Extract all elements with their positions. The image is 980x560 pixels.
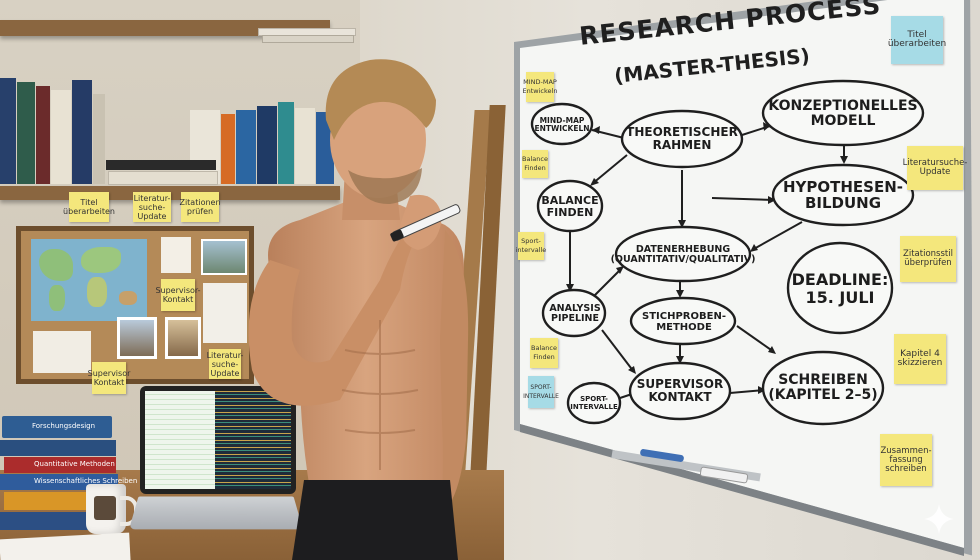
wb-sticky-right-1: Titel überarbeiten bbox=[888, 16, 946, 64]
node-supervisor-kontakt: SUPERVISOR KONTAKT bbox=[636, 376, 724, 404]
shelf-note-1: Titel überarbeiten bbox=[63, 192, 115, 222]
top-shelf-board bbox=[0, 20, 330, 36]
node-hypothesen-bildung: HYPOTHESEN- BILDUNG bbox=[782, 177, 904, 212]
node-deadline: DEADLINE: 15. JULI bbox=[791, 270, 889, 307]
flow-node-outlines bbox=[530, 79, 925, 426]
whiteboard bbox=[512, 0, 972, 556]
node-schreiben: SCHREIBEN (KAPITEL 2–5) bbox=[768, 371, 878, 403]
node-mind-map: MIND-MAP ENTWICKELN bbox=[534, 115, 590, 133]
man-figure bbox=[248, 59, 469, 560]
cork-photo-3 bbox=[165, 317, 201, 359]
wb-sticky-right-4: Kapitel 4 skizzieren bbox=[894, 334, 946, 384]
coffee-mug bbox=[86, 484, 138, 534]
top-shelf-books bbox=[258, 28, 356, 48]
wb-sticky-right-3: Zitationsstil überprüfen bbox=[900, 236, 956, 282]
laptop-screen bbox=[140, 386, 296, 494]
wb-sticky-left-5: SPORT-INTERVALLE bbox=[523, 376, 559, 408]
desk-book-label-3: Wissenschaftliches Schreiben bbox=[34, 477, 138, 485]
wb-sticky-left-3: Sport-intervalle bbox=[516, 232, 546, 260]
cork-photo-2 bbox=[117, 317, 157, 359]
desk-book-label-1: Forschungsdesign bbox=[32, 422, 96, 430]
corkboard-note-3: Supervisor Kontakt bbox=[88, 362, 130, 394]
node-analysis-pipeline: ANALYSIS PIPELINE bbox=[549, 302, 601, 324]
shelf-note-2: Literatur-suche-Update bbox=[133, 192, 171, 222]
wb-sticky-left-1: MIND-MAP Entwickeln bbox=[523, 72, 557, 102]
node-datenerhebung: DATENERHEBUNG (QUANTITATIV/QUALITATIV) bbox=[610, 243, 756, 265]
corkboard-note-1: Supervisor-Kontakt bbox=[155, 279, 201, 311]
wb-sticky-right-5: Zusammen-fassung schreiben bbox=[880, 434, 932, 486]
laptop bbox=[129, 386, 303, 536]
node-balance-finden: BALANCE FINDEN bbox=[541, 193, 599, 219]
corkboard-note-2: Literatur-suche-Update bbox=[206, 349, 244, 379]
cork-photo-1 bbox=[201, 239, 247, 275]
cork-sheet bbox=[33, 331, 91, 373]
node-sport-intervalle: SPORT- INTERVALLE bbox=[570, 395, 618, 411]
man bbox=[230, 40, 510, 560]
corkboard: Supervisor-Kontakt Literatur-suche-Updat… bbox=[16, 226, 254, 384]
cork-document bbox=[203, 283, 247, 343]
world-map bbox=[31, 239, 147, 321]
wb-sticky-left-4: Balance Finden bbox=[530, 338, 558, 368]
cork-paper bbox=[161, 237, 191, 273]
node-konzeptionelles-modell: KONZEPTIONELLES MODELL bbox=[768, 97, 918, 129]
shelf-book-row bbox=[0, 72, 340, 192]
sparkle-icon bbox=[924, 504, 954, 534]
wb-sticky-right-2: Literatursuche-Update bbox=[903, 146, 967, 190]
node-stichproben-methode: STICHPROBEN- METHODE bbox=[642, 311, 726, 333]
desk-book-label-2: Quantitative Methoden bbox=[34, 460, 115, 468]
wb-sticky-left-2: Balance Finden bbox=[522, 150, 548, 178]
whiteboard-shape bbox=[514, 0, 972, 556]
node-theoretischer-rahmen: THEORETISCHER RAHMEN bbox=[626, 124, 738, 152]
shelf-note-3: Zitationen prüfen bbox=[179, 192, 221, 222]
